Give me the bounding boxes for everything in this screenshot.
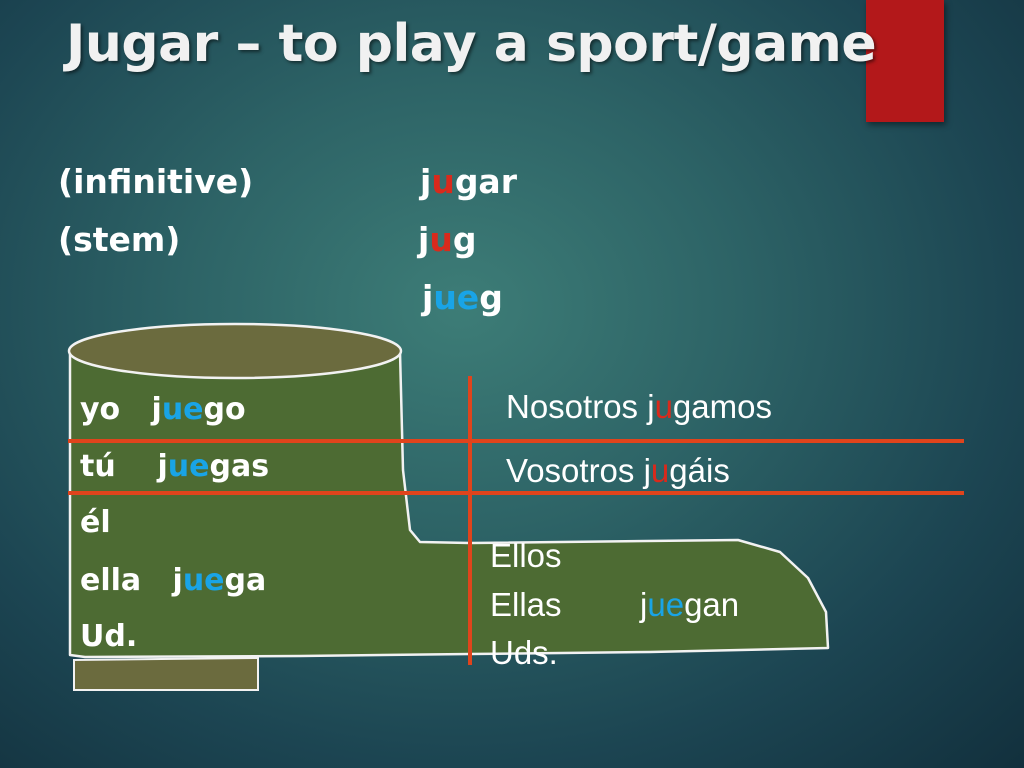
infinitive-word: jugar bbox=[420, 162, 517, 201]
el-pronoun: él bbox=[80, 505, 111, 540]
slide-title: Jugar – to play a sport/game bbox=[66, 14, 877, 74]
plural-verb-form: juegan bbox=[640, 586, 740, 623]
stem-word: jug bbox=[418, 220, 477, 259]
accent-bar bbox=[866, 0, 944, 122]
boot-heel bbox=[73, 656, 259, 691]
uds-pronoun: Uds. bbox=[490, 634, 558, 671]
boot-body bbox=[68, 350, 830, 659]
tu-form: tú juegas bbox=[80, 449, 270, 484]
yo-form: yo juego bbox=[80, 392, 246, 427]
changed-stem-word: jueg bbox=[422, 278, 503, 317]
ellas-pronoun: Ellas bbox=[490, 586, 562, 623]
ellos-pronoun: Ellos bbox=[490, 537, 562, 574]
infinitive-label: (infinitive) bbox=[58, 162, 254, 201]
ella-form: ella juega bbox=[80, 563, 267, 598]
stem-label: (stem) bbox=[58, 220, 181, 259]
boot-rim bbox=[67, 322, 403, 380]
ud-pronoun: Ud. bbox=[80, 619, 138, 654]
nosotros-form: Nosotros jugamos bbox=[506, 388, 772, 425]
vosotros-form: Vosotros jugáis bbox=[506, 452, 730, 489]
